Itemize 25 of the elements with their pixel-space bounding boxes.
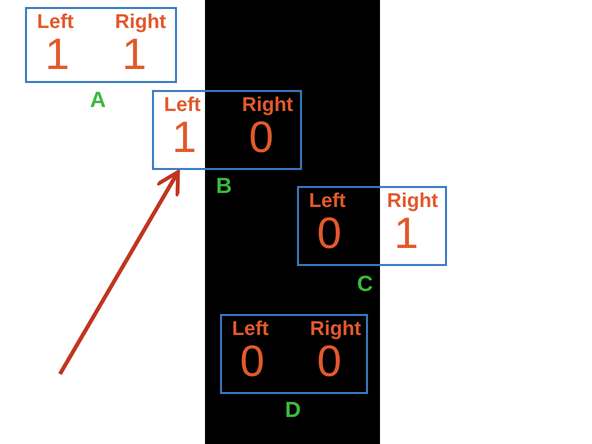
state-digit: 0 [317, 212, 342, 256]
side-label: Left [309, 190, 346, 212]
state-digit: 0 [240, 340, 264, 384]
box-letter: C [357, 272, 373, 296]
state-box [25, 7, 177, 83]
side-label: Right [387, 190, 438, 212]
state-box [220, 314, 368, 394]
side-label: Left [164, 94, 201, 116]
state-digit: 1 [122, 33, 146, 77]
box-letter: B [216, 174, 232, 198]
state-digit: 1 [45, 33, 70, 77]
side-label: Left [232, 318, 269, 340]
state-digit: 0 [249, 116, 274, 160]
state-digit: 1 [172, 116, 196, 160]
side-label: Right [242, 94, 294, 116]
side-label: Right [115, 11, 166, 33]
side-label: Right [310, 318, 362, 340]
state-box [152, 90, 302, 170]
state-digit: 0 [317, 340, 342, 384]
state-digit: 1 [394, 212, 418, 256]
box-letter: D [285, 398, 301, 422]
box-letter: A [90, 88, 106, 112]
arrow [58, 170, 180, 375]
side-label: Left [37, 11, 74, 33]
state-box [297, 186, 447, 266]
